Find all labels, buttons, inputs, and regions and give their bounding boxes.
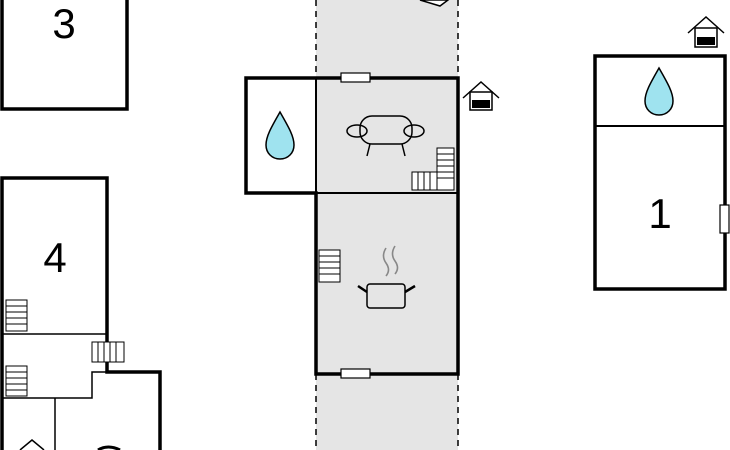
house-entrance-icon [462,80,500,111]
cooking-pot-icon [357,245,416,309]
room-4: 4 [0,176,162,450]
room-1: 1 [593,15,730,291]
house-entrance-icon [687,15,725,48]
room-1-number: 1 [648,190,671,237]
corridor [315,0,459,450]
stairs-icon [411,147,455,191]
window-icon [719,204,730,234]
sofa-icon [346,115,425,157]
room-3: 3 [0,0,129,111]
stairs-icon [5,299,28,332]
window-icon [340,72,371,83]
central-building [244,72,500,379]
water-drop-icon [644,66,674,116]
stairs-icon [318,249,341,283]
window-icon [340,368,371,379]
stairs-icon [91,341,125,363]
stairs-icon [5,365,28,397]
water-drop-icon [265,110,295,160]
room-3-number: 3 [52,0,75,47]
room-4-number: 4 [43,234,66,281]
